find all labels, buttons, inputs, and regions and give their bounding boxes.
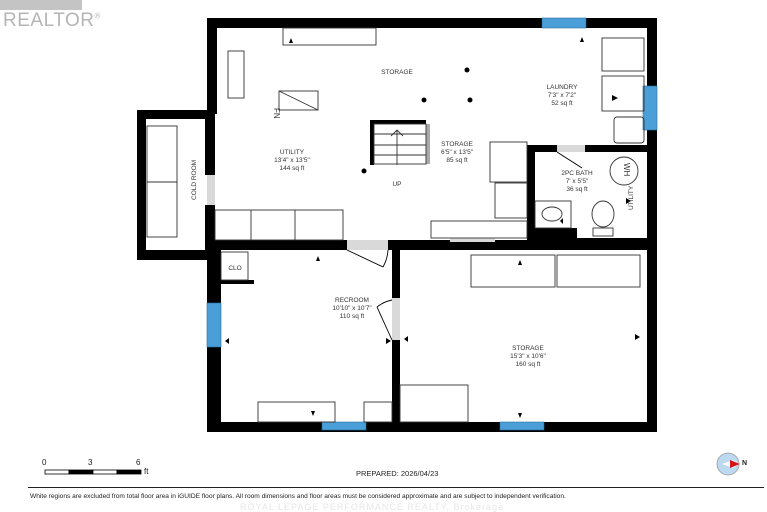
room-utility: UTILITY 13'4" x 13'5" 144 sq ft [274, 149, 310, 173]
room-dimensions: 7'3" x 7'2" [547, 92, 577, 99]
closet-label: CLO [228, 265, 242, 272]
room-name: LAUNDRY [546, 84, 578, 91]
room-dimensions: 6'5" x 13'5" [440, 149, 474, 156]
disclaimer-text: White regions are excluded from total fl… [30, 493, 566, 500]
walls [137, 18, 657, 432]
water-heater-label: WH [622, 163, 631, 177]
room-area: 85 sq ft [446, 157, 468, 164]
room-name: 2PC BATH [561, 170, 593, 177]
door-swings [346, 151, 583, 341]
scale-bar: 0 3 6 ft [42, 458, 162, 478]
room-storage-south: STORAGE 15'3" x 10'6" 160 sq ft [510, 345, 546, 369]
room-name: RECROOM [335, 297, 369, 304]
realtor-logo-text: REALTOR [3, 10, 95, 31]
room-area: 110 sq ft [339, 313, 365, 320]
room-recroom: RECROOM 10'10" x 10'7" 110 sq ft [332, 297, 371, 321]
room-dimensions: 15'3" x 10'6" [510, 353, 546, 360]
room-2pc-bath: 2PC BATH 7' x 5'5" 36 sq ft [561, 170, 592, 194]
compass-north-label: N [742, 460, 748, 467]
stairs-up-label: UP [392, 181, 402, 188]
room-name: STORAGE [381, 69, 413, 76]
cold-room-label: COLD ROOM [191, 159, 198, 200]
scale-bar-graphic [44, 469, 142, 475]
room-area: 52 sq ft [551, 100, 573, 107]
room-name: UTILITY [279, 149, 305, 156]
scale-tick-0: 0 [42, 458, 47, 467]
room-name: STORAGE [441, 141, 473, 148]
room-storage-center: STORAGE 6'5" x 13'5" 85 sq ft [441, 141, 473, 165]
view-markers [225, 37, 640, 418]
footer-divider [28, 487, 764, 488]
scale-tick-6: 6 [136, 458, 141, 467]
realtor-logo-mark [0, 0, 82, 10]
room-dimensions: 13'4" x 13'5" [274, 157, 310, 164]
fixtures [146, 27, 645, 423]
posts [361, 67, 473, 174]
door-openings [207, 124, 585, 340]
furnace-label: FN [272, 108, 281, 119]
room-storage-north: STORAGE [381, 69, 413, 77]
utility-side-label: UTILITY [628, 185, 635, 210]
windows [206, 17, 658, 431]
prepared-date: PREPARED: 2026/04/23 [356, 469, 439, 478]
room-dimensions: 7' x 5'5" [565, 178, 589, 185]
registered-mark: ® [94, 11, 101, 21]
room-name: STORAGE [512, 345, 544, 352]
room-area: 36 sq ft [566, 186, 588, 193]
realtor-logo: REALTOR® [3, 10, 101, 32]
room-laundry: LAUNDRY 7'3" x 7'2" 52 sq ft [547, 84, 578, 108]
room-area: 144 sq ft [279, 165, 305, 172]
scale-unit: ft [144, 467, 149, 476]
scale-tick-3: 3 [88, 458, 93, 467]
room-area: 160 sq ft [515, 361, 541, 368]
room-dimensions: 10'10" x 10'7" [332, 305, 372, 312]
brokerage-watermark: ROYAL LEPAGE PERFORMANCE REALTY, Brokera… [240, 502, 505, 512]
compass-icon [716, 452, 740, 476]
